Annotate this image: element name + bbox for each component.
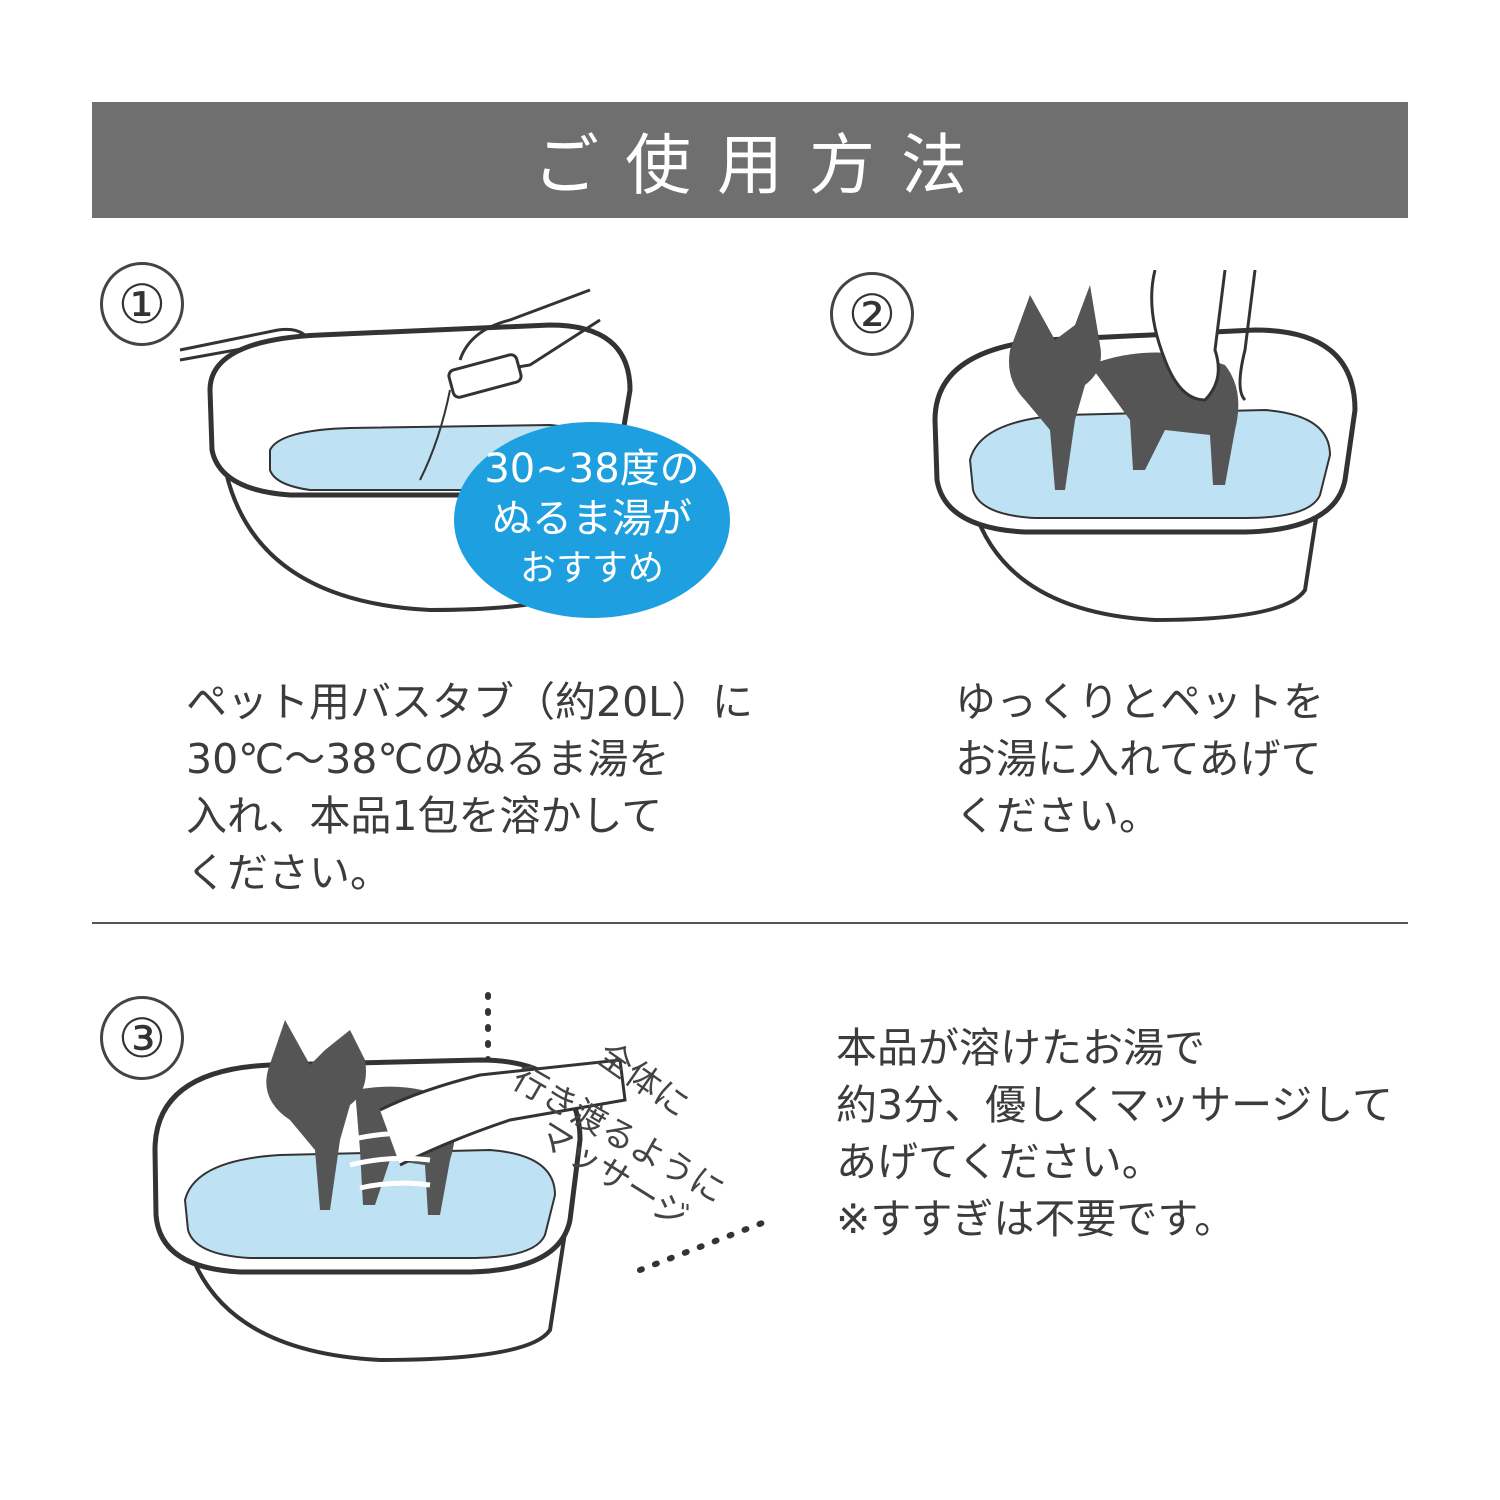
step-2-description: ゆっくりとペットを お湯に入れてあげて ください。 bbox=[955, 678, 1324, 840]
bubble-line-3: おすすめ bbox=[520, 548, 664, 589]
bubble-line-1: 30~38度の bbox=[484, 446, 699, 492]
page-title: ご使用方法 bbox=[533, 127, 993, 204]
step-1-description: ペット用バスタブ（約20L）に 30℃〜38℃のぬるま湯を 入れ、本品1包を溶か… bbox=[186, 678, 754, 897]
section-header: ご使用方法 bbox=[92, 102, 1408, 218]
step-2-number: ② bbox=[830, 272, 914, 356]
step-2-illustration bbox=[932, 270, 1358, 623]
temperature-bubble: 30~38度の ぬるま湯が おすすめ bbox=[454, 422, 730, 618]
step-1-number: ① bbox=[100, 262, 184, 346]
step-3-illustration: 全体に 行き渡るように マッサージ bbox=[152, 992, 773, 1363]
step-3-number: ③ bbox=[100, 996, 184, 1080]
section-divider bbox=[92, 922, 1408, 924]
step-3-description: 本品が溶けたお湯で 約3分、優しくマッサージして あげてください。 ※すすぎは不… bbox=[836, 1024, 1394, 1243]
bubble-line-2: ぬるま湯が bbox=[492, 496, 692, 542]
